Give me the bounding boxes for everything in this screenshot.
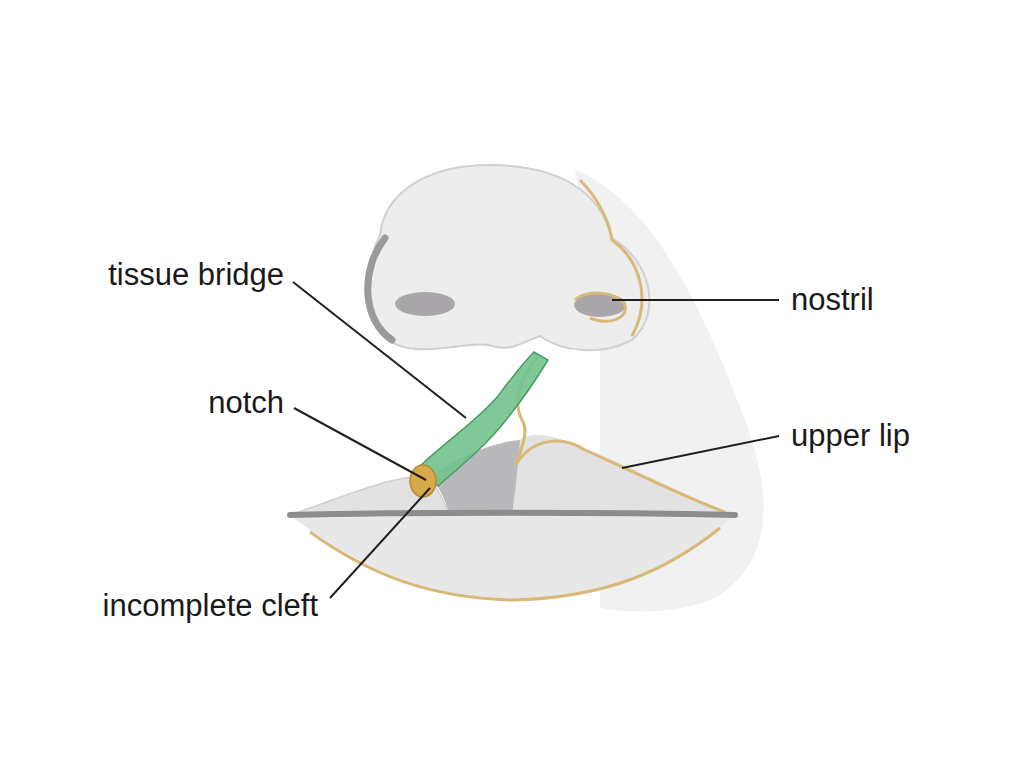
part-label: notch: [208, 385, 284, 421]
nostril-rim: [575, 293, 625, 321]
leader-line: [294, 408, 426, 480]
leader-line: [293, 282, 466, 418]
part-label: upper lip: [791, 418, 910, 454]
philtrum-outline: [516, 356, 725, 512]
part-label: nostril: [791, 282, 874, 318]
leader-line: [330, 488, 430, 598]
part-label: incomplete cleft: [103, 588, 318, 624]
part-label: tissue bridge: [108, 257, 284, 293]
leader-lines: [293, 282, 779, 598]
nostril-left: [395, 292, 455, 316]
nose: [367, 165, 650, 350]
lower-lip: [290, 515, 735, 600]
nose-ala: [368, 238, 392, 340]
leader-line: [622, 436, 779, 468]
notch: [410, 465, 436, 497]
tissue-bridge: [418, 352, 548, 486]
mouth-line: [290, 513, 735, 515]
leader-line: [612, 299, 779, 301]
lower-lip-outline: [310, 528, 720, 600]
